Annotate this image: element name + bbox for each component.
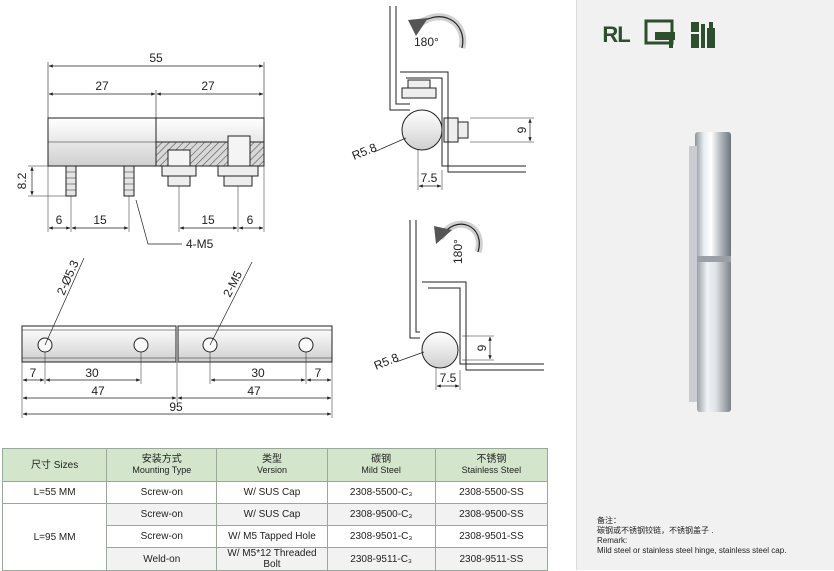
dim-overall-55: 55 bbox=[149, 51, 163, 65]
cell-size: L=55 MM bbox=[1, 481, 108, 504]
rl-logo: RL bbox=[602, 22, 630, 47]
dim-pin-spacing-right: 15 bbox=[201, 213, 215, 227]
cell-size: L=95 MM bbox=[1, 503, 108, 571]
cell-version: W/ M5*12 Threaded Bolt bbox=[216, 547, 328, 571]
rotation-view-top bbox=[373, 6, 534, 190]
cell-mild-steel: 2308-9500-C₃ bbox=[326, 503, 436, 526]
rotation-view-bottom bbox=[395, 220, 544, 390]
remark: 备注： 碳钢或不锈钢铰链，不锈钢盖子 . Remark: Mild steel … bbox=[597, 516, 827, 556]
side-panel: RL bbox=[576, 0, 834, 570]
cell-stainless: 2308-9500-SS bbox=[434, 503, 549, 526]
offset-w-top: 7.5 bbox=[421, 171, 438, 185]
hole-callout-right: 2-M5 bbox=[220, 268, 245, 299]
dim-half-left-27: 27 bbox=[95, 79, 109, 93]
dim-edge-left-7: 7 bbox=[30, 366, 37, 380]
offset-h-top: 9 bbox=[515, 126, 529, 133]
thread-callout: 4-M5 bbox=[186, 237, 214, 251]
dim-pin-offset-right: 6 bbox=[247, 213, 254, 227]
cell-mild-steel: 2308-5500-C₃ bbox=[326, 481, 436, 504]
cell-stainless: 2308-9511-SS bbox=[434, 547, 549, 571]
cell-stainless: 2308-9501-SS bbox=[434, 525, 549, 548]
table-row: L=55 MM Screw-on W/ SUS Cap 2308-5500-C₃… bbox=[1, 481, 549, 504]
dim-edge-right-7: 7 bbox=[315, 366, 322, 380]
plan-view bbox=[21, 257, 333, 418]
screw-mounting-icon bbox=[641, 16, 679, 54]
hole-callout-left: 2-Ø5.3 bbox=[54, 258, 82, 298]
dim-half-right-27: 27 bbox=[201, 79, 215, 93]
remark-zh-title: 备注： bbox=[597, 516, 621, 525]
dim-half-right-47: 47 bbox=[247, 384, 261, 398]
rotation-angle-bottom: 180° bbox=[451, 239, 465, 264]
offset-w-bottom: 7.5 bbox=[440, 371, 457, 385]
hinge-photo bbox=[689, 132, 731, 412]
remark-en: Mild steel or stainless steel hinge, sta… bbox=[597, 546, 787, 555]
dim-pin-offset-left: 6 bbox=[56, 213, 63, 227]
dim-height-8-2: 8.2 bbox=[15, 172, 29, 189]
offset-h-bottom: 9 bbox=[475, 344, 489, 351]
cell-mounting: Screw-on bbox=[106, 481, 218, 504]
dim-half-left-47: 47 bbox=[91, 384, 105, 398]
cell-mild-steel: 2308-9511-C₃ bbox=[326, 547, 436, 571]
radius-top: R5.8 bbox=[350, 140, 379, 163]
cell-mild-steel: 2308-9501-C₃ bbox=[326, 525, 436, 548]
table-row: L=95 MM Screw-on W/ SUS Cap 2308-9500-C₃… bbox=[1, 503, 549, 571]
dim-overall-95: 95 bbox=[169, 400, 183, 414]
dim-hole-spacing-left-30: 30 bbox=[85, 366, 99, 380]
cell-mounting: Screw-on bbox=[106, 525, 218, 548]
cell-version: W/ SUS Cap bbox=[216, 481, 328, 504]
logo-row: RL bbox=[597, 16, 723, 54]
remark-en-title: Remark: bbox=[597, 536, 628, 545]
top-view bbox=[28, 62, 265, 245]
cell-version: W/ M5 Tapped Hole bbox=[216, 525, 328, 548]
cell-stainless: 2308-5500-SS bbox=[434, 481, 549, 504]
technical-drawing: 55 27 27 8.2 6 15 15 6 4-M5 bbox=[15, 6, 544, 418]
cell-mounting: Screw-on bbox=[106, 503, 218, 526]
dim-hole-spacing-right-30: 30 bbox=[251, 366, 265, 380]
bolt-mounting-icon bbox=[685, 16, 723, 54]
header-sizes: 尺寸 Sizes bbox=[1, 448, 108, 482]
cell-version: W/ SUS Cap bbox=[216, 503, 328, 526]
remark-zh: 碳钢或不锈钢铰链，不锈钢盖子 . bbox=[597, 526, 714, 535]
cell-mounting: Weld-on bbox=[106, 547, 218, 571]
rotation-angle-top: 180° bbox=[414, 35, 439, 49]
dim-pin-spacing-left: 15 bbox=[93, 213, 107, 227]
radius-bottom: R5.8 bbox=[372, 350, 401, 373]
